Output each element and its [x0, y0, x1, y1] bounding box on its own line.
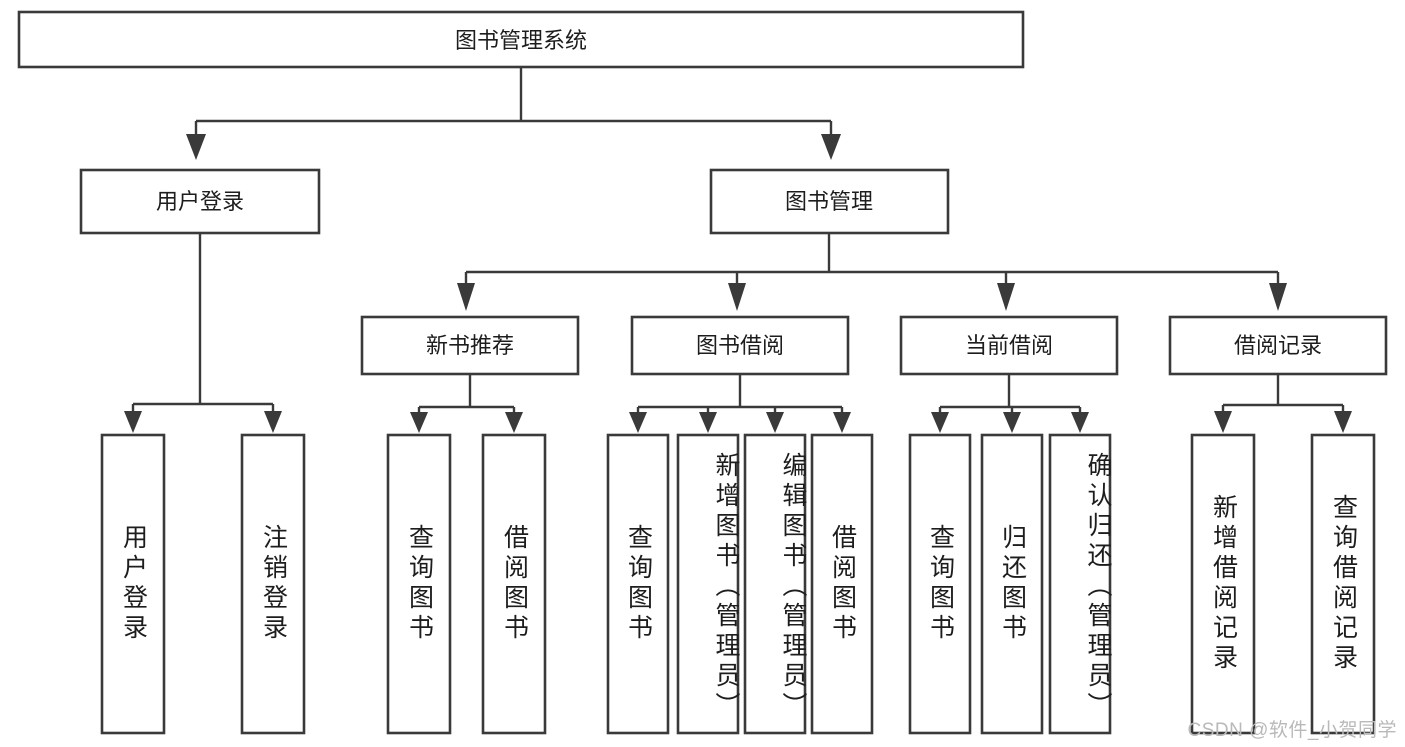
leaf-box-logout[interactable] [240, 433, 306, 735]
node-root-system[interactable] [17, 10, 1025, 69]
leaf-box-add-borrow-record[interactable] [1190, 433, 1256, 735]
connector-group-root [186, 67, 841, 160]
node-user-login-label: 用户登录 [156, 189, 244, 214]
leaf-box-confirm-return[interactable] [1048, 433, 1112, 735]
arrow-head-leaf-edit-book [766, 412, 784, 433]
arrow-head-leaf-borrow-book-2 [833, 412, 851, 433]
leaf-box-user-login[interactable] [100, 433, 166, 735]
arrow-head-leaf-confirm-return [1071, 412, 1089, 433]
arrow-head-leaf-logout [264, 411, 282, 433]
node-current-borrow-label: 当前借阅 [965, 333, 1053, 358]
arrow-head-leaf-query-book-1 [410, 412, 428, 433]
csdn-watermark: CSDN @软件_小贺同学 [1187, 720, 1397, 741]
arrow-head-leaf-user-login [124, 411, 142, 433]
leaf-box-return-book[interactable] [980, 433, 1044, 735]
connector-group-borrow-record [1214, 374, 1352, 433]
arrow-head-leaf-add-book [699, 412, 717, 433]
connector-group-current-borrow [931, 374, 1089, 433]
arrow-head-leaf-borrow-book-1 [505, 412, 523, 433]
arrow-head-user-login [186, 134, 206, 160]
arrow-head-leaf-query-record [1334, 411, 1352, 433]
arrow-head-leaf-return-book [1003, 412, 1021, 433]
leaf-box-query-book-2[interactable] [606, 433, 670, 735]
leaf-box-borrow-book-2[interactable] [810, 433, 874, 735]
leaf-box-edit-book[interactable] [743, 433, 807, 735]
arrow-head-borrow-record [1269, 283, 1287, 311]
leaf-box-query-book-3[interactable] [908, 433, 972, 735]
connector-group-book-management [457, 233, 1287, 311]
arrow-head-leaf-add-record [1214, 411, 1232, 433]
arrow-head-book-mgmt [821, 134, 841, 160]
connector-group-user-login [124, 233, 282, 433]
node-borrow-record[interactable] [1168, 315, 1388, 376]
arrow-head-leaf-query-book-2 [629, 412, 647, 433]
arrow-head-book-borrow [728, 283, 746, 311]
arrow-head-leaf-query-book-3 [931, 412, 949, 433]
node-new-book-recommend-label: 新书推荐 [426, 333, 514, 358]
leaf-box-add-book[interactable] [676, 433, 740, 735]
connector-group-book-borrow [629, 374, 851, 433]
connector-group-new-book [410, 374, 523, 433]
arrow-head-current-borrow [997, 283, 1015, 311]
node-book-borrow[interactable] [630, 315, 850, 376]
leaf-box-query-borrow-record[interactable] [1310, 433, 1376, 735]
node-root-system-label: 图书管理系统 [455, 28, 587, 53]
arrow-head-new-book-rec [457, 283, 475, 311]
node-new-book-recommend[interactable] [360, 315, 580, 376]
node-book-management[interactable] [709, 168, 950, 235]
node-book-borrow-label: 图书借阅 [696, 333, 784, 358]
node-book-management-label: 图书管理 [785, 189, 873, 214]
node-current-borrow[interactable] [899, 315, 1119, 376]
node-borrow-record-label: 借阅记录 [1234, 333, 1322, 358]
leaf-box-borrow-book-1[interactable] [481, 433, 547, 735]
leaf-box-query-book-1[interactable] [386, 433, 452, 735]
